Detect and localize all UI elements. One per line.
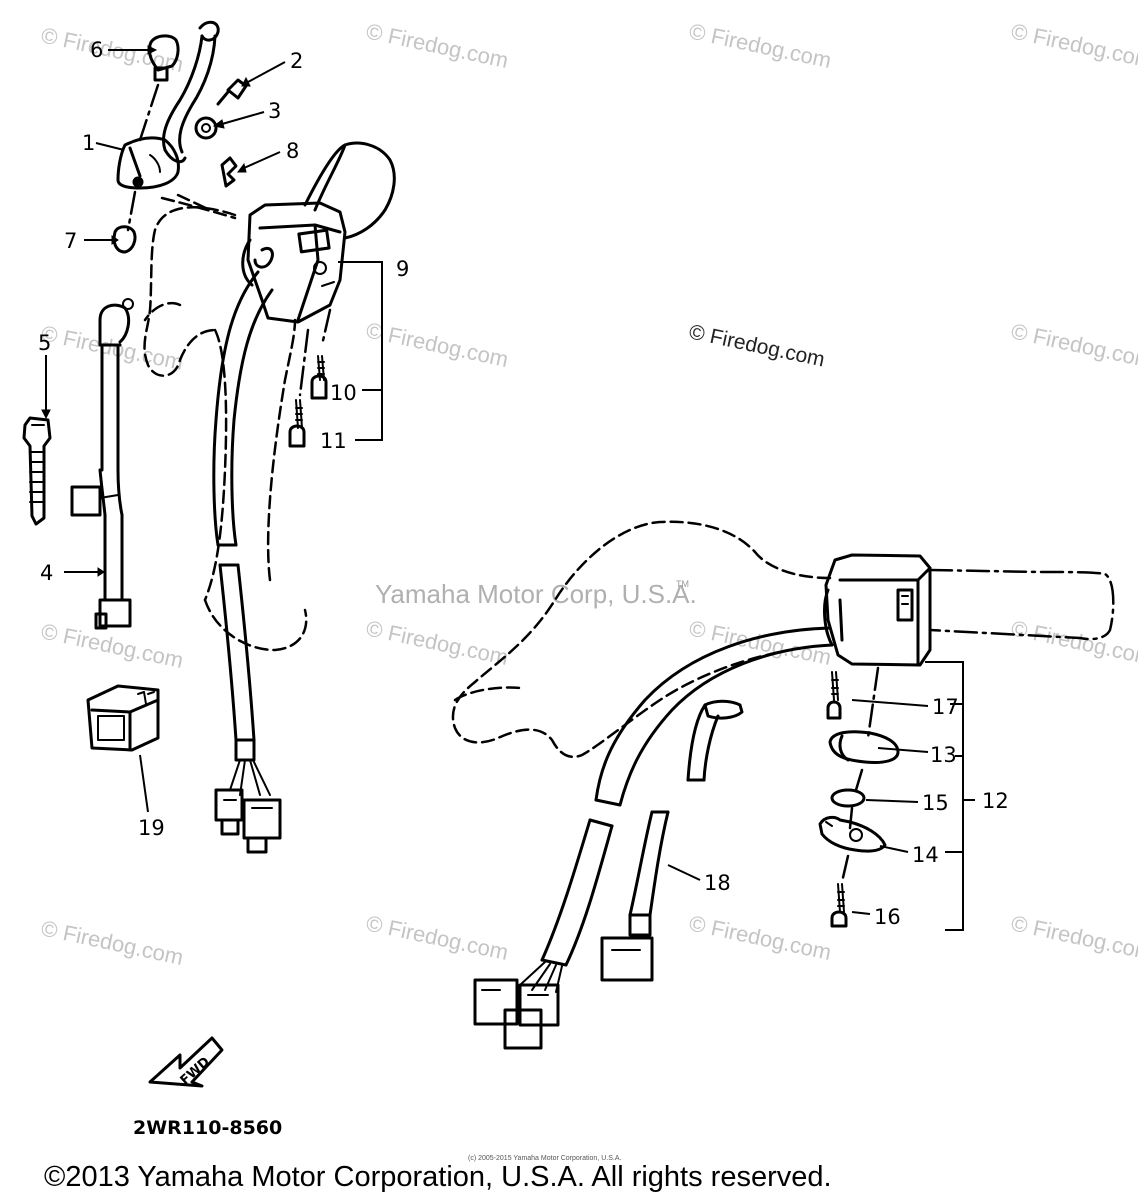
callout-19: 19: [138, 816, 165, 840]
watermark-firedog: © Firedog.com: [687, 615, 834, 670]
part-17-screw: [826, 671, 929, 720]
callout-12: 12: [982, 789, 1009, 813]
left-handlebar-outline: [143, 196, 308, 652]
part-19-relay: [86, 684, 160, 813]
part-8-spring: [220, 151, 281, 188]
watermark-firedog: © Firedog.com: [687, 910, 834, 965]
part-10-screw: [310, 355, 328, 400]
hot-start-lever: [162, 20, 220, 164]
part-18-harness: [600, 699, 744, 982]
right-switch-wire: [473, 626, 834, 1050]
callout-10: 10: [330, 381, 357, 405]
callout-9: 9: [396, 257, 409, 281]
part-16-screw: [830, 883, 871, 928]
part-6-knob: [108, 34, 180, 82]
part-2-screw: [216, 61, 286, 106]
callout-14: 14: [912, 843, 939, 867]
right-assembly-guides: [840, 666, 880, 884]
diagram-code: 2WR110-8560: [133, 1117, 282, 1139]
part-1-lever-holder: [116, 136, 180, 190]
watermark-tm: TM: [676, 579, 689, 589]
watermark-firedog: © Firedog.com: [364, 18, 511, 73]
small-copyright-notice: (c) 2005-2015 Yamaha Motor Corporation, …: [468, 1155, 621, 1162]
watermark-yamaha: Yamaha Motor Corp, U.S.A.: [375, 579, 697, 609]
callout-4: 4: [40, 561, 53, 585]
right-switch-housing: [823, 553, 932, 667]
watermark-firedog: © Firedog.com: [687, 320, 827, 371]
callout-18: 18: [704, 871, 731, 895]
callout-15: 15: [922, 791, 949, 815]
left-grip: [303, 141, 396, 240]
part-9-bracket: [298, 261, 383, 441]
part-5-key: [22, 355, 52, 526]
forward-arrow-icon: FWD: [148, 1036, 224, 1088]
watermark-firedog: © Firedog.com: [687, 18, 834, 73]
watermark-firedog: © Firedog.com: [1009, 615, 1138, 670]
part-3-nut: [194, 111, 265, 140]
callout-17: 17: [932, 695, 959, 719]
callout-8: 8: [286, 139, 299, 163]
callout-1: 1: [82, 131, 95, 155]
callout-3: 3: [268, 99, 281, 123]
callout-7: 7: [64, 229, 77, 253]
left-switch-housing: [241, 201, 347, 324]
part-13-cover: [828, 730, 929, 764]
part-15-washer: [830, 788, 919, 808]
part-12-bracket: [925, 661, 975, 931]
part-4-main-switch: [64, 298, 134, 630]
callout-2: 2: [290, 49, 303, 73]
callout-13: 13: [930, 743, 957, 767]
watermark-firedog: © Firedog.com: [1009, 18, 1138, 73]
left-assembly-guides: [126, 83, 212, 232]
copyright-notice: ©2013 Yamaha Motor Corporation, U.S.A. A…: [44, 1161, 832, 1193]
watermark-firedog: © Firedog.com: [39, 320, 186, 375]
callout-labels: 1 2 3 4 5 6 7 8 9 10 11 12 13 14 15 16 1…: [38, 38, 1009, 929]
callout-6: 6: [90, 38, 103, 62]
right-handlebar-outline: [451, 520, 1115, 759]
part-11-screw: [288, 399, 306, 448]
callout-16: 16: [874, 905, 901, 929]
part-14-bracket: [818, 815, 909, 853]
watermark-firedog: © Firedog.com: [1009, 910, 1138, 965]
watermark-firedog: © Firedog.com: [1009, 318, 1138, 373]
watermark-firedog: © Firedog.com: [364, 910, 511, 965]
watermark-firedog: © Firedog.com: [364, 615, 511, 670]
part-7-nut: [84, 225, 137, 254]
watermark-firedog: © Firedog.com: [364, 317, 511, 372]
watermark-firedog: © Firedog.com: [39, 915, 186, 970]
left-switch-wire: [212, 270, 282, 854]
callout-11: 11: [320, 429, 347, 453]
callout-5: 5: [38, 331, 51, 355]
